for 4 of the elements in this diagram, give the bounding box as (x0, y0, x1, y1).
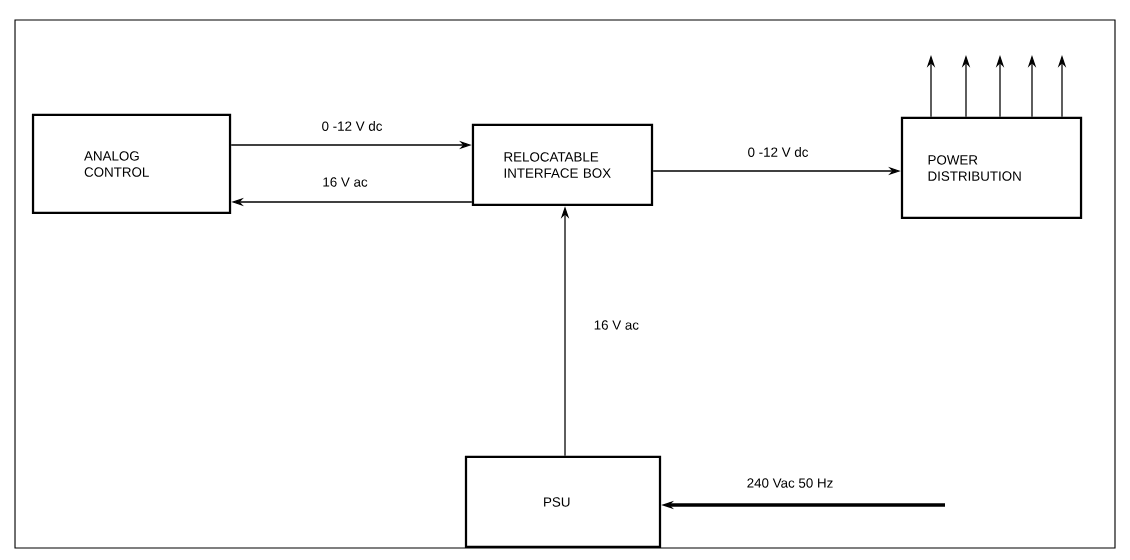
block-box: PSU (464, 455, 662, 549)
block-box: ANALOG CONTROL (31, 113, 232, 215)
block-box: RELOCATABLE INTERFACE BOX (471, 123, 654, 207)
block-box: POWER DISTRIBUTION (900, 116, 1083, 220)
